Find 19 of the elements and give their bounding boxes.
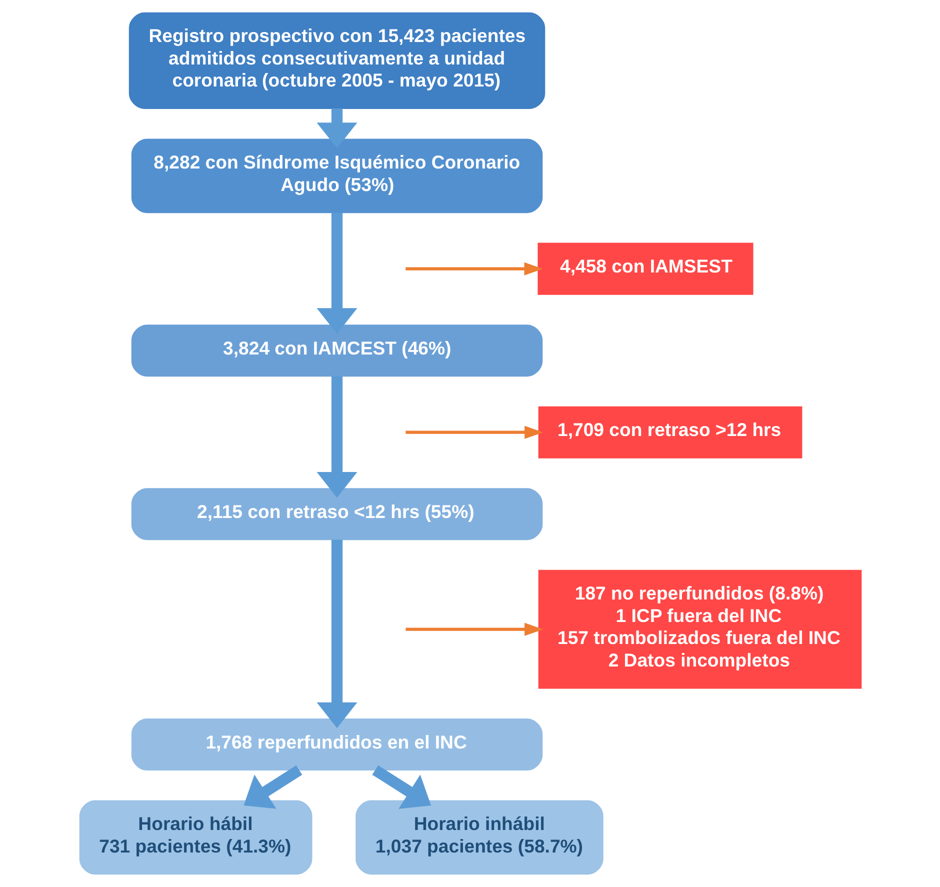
arrow xyxy=(316,540,357,728)
node-box: 187 no reperfundidos (8.8%) 1 ICP fuera del INC 157 trombolizados fuera del INC 2 Datos incompletos xyxy=(538,570,862,689)
arrow xyxy=(405,426,543,439)
arrow xyxy=(405,622,543,636)
arrow xyxy=(405,262,542,276)
node-box: 4,458 con IAMSEST xyxy=(537,242,753,295)
arrow xyxy=(372,765,431,809)
arrow xyxy=(316,108,357,148)
arrow xyxy=(316,376,357,498)
arrow xyxy=(316,212,357,334)
node-box: Horario inhábil 1,037 pacientes (58.7%) xyxy=(355,800,603,875)
node-box: Registro prospectivo con 15,423 pacientes admitidos consecutivamente a unidad coronaria (octubre 2005 - mayo 2015) xyxy=(128,12,545,110)
node-box: 1,768 reperfundidos en el INC xyxy=(130,718,542,771)
arrow xyxy=(243,765,302,809)
node-box: 3,824 con IAMCEST (46%) xyxy=(130,324,542,377)
node-box: 2,115 con retraso <12 hrs (55%) xyxy=(130,488,542,540)
node-box: 8,282 con Síndrome Isquémico Coronario Agudo (53%) xyxy=(130,138,542,214)
node-box: 1,709 con retraso >12 hrs xyxy=(538,406,802,458)
node-box: Horario hábil 731 pacientes (41.3%) xyxy=(78,800,312,875)
